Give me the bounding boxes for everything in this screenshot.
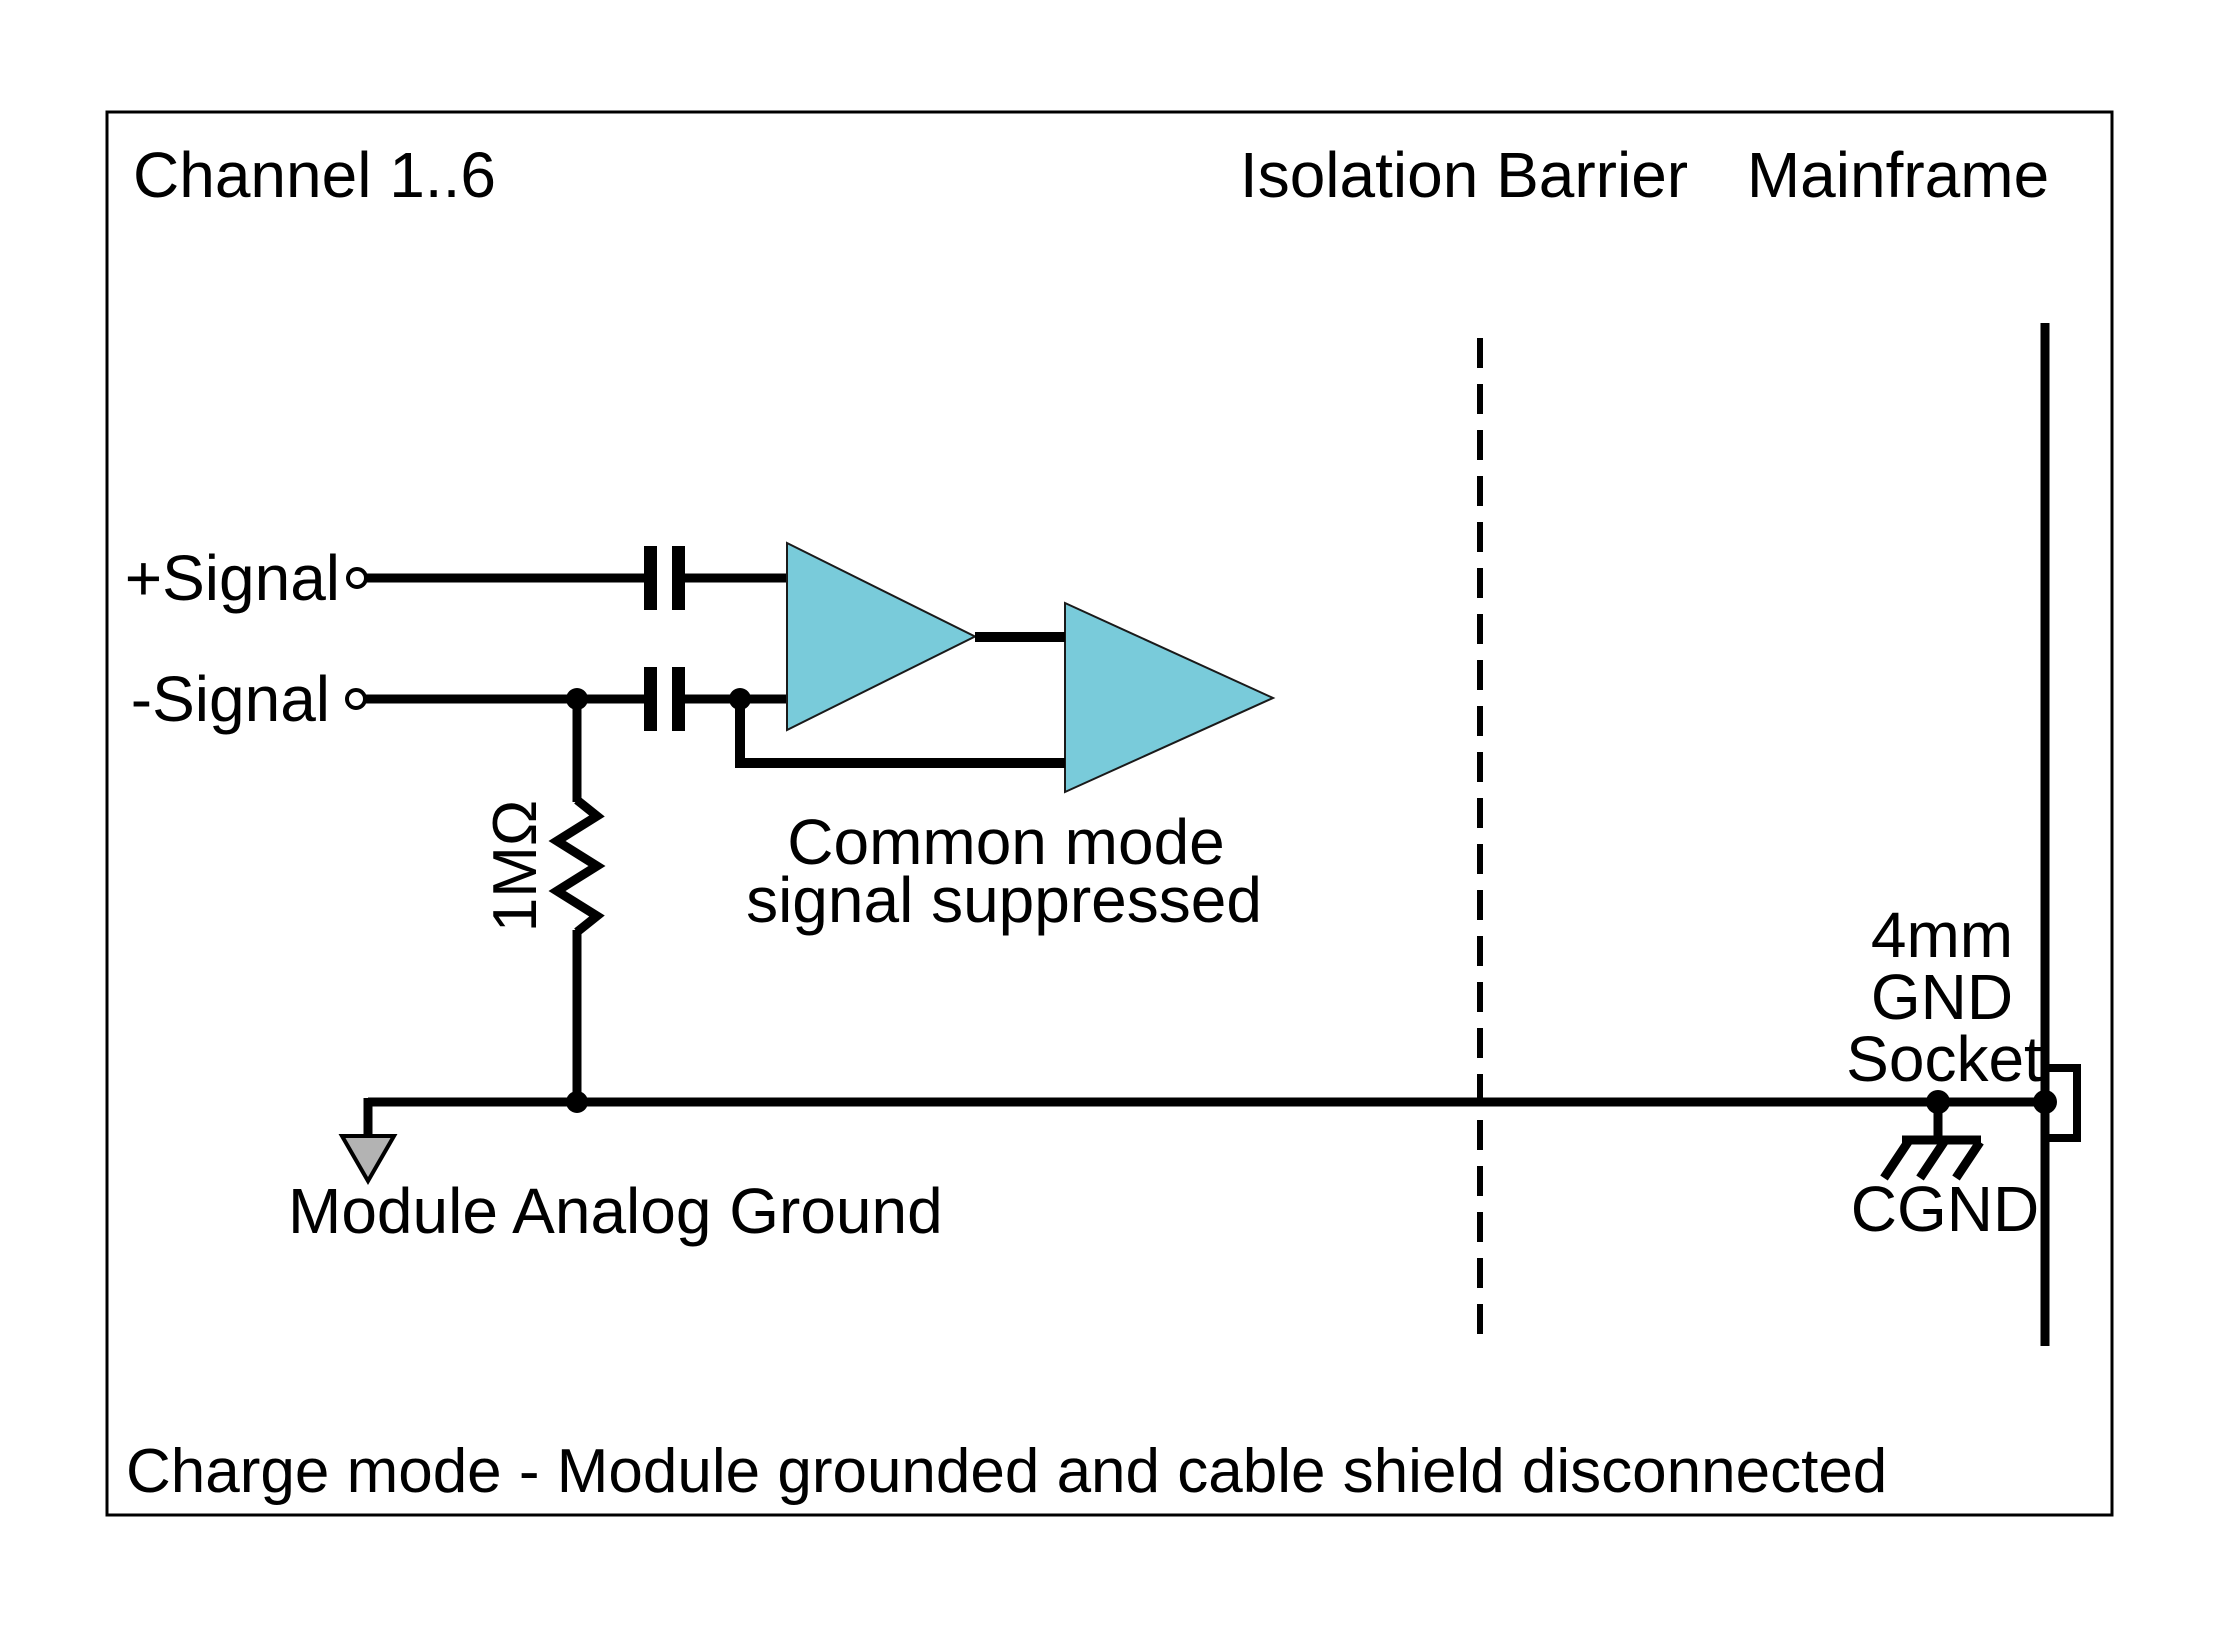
capacitor-plate: [672, 667, 685, 731]
diagram-frame: [105, 110, 2114, 1517]
resistor-value-label: 1MΩ: [481, 800, 550, 932]
junction-dot: [729, 688, 751, 710]
capacitor-plate: [644, 546, 657, 610]
mainframe-label: Mainframe: [1747, 139, 2049, 211]
capacitor-plate: [672, 546, 685, 610]
junction-dot: [566, 688, 588, 710]
module-ground-label: Module Analog Ground: [288, 1175, 943, 1247]
capacitor-plate: [644, 667, 657, 731]
socket-label-line2: GND: [1871, 961, 2013, 1033]
module-ground-arrow-icon: [338, 1134, 398, 1185]
gnd-socket-bracket-icon: [2045, 1064, 2081, 1142]
minus-signal-label: -Signal: [131, 663, 330, 735]
cgnd-label: CGND: [1851, 1173, 2039, 1245]
amp-note-line2: signal suppressed: [746, 864, 1262, 936]
common-feedback-wire: [735, 699, 1065, 768]
junction-dot: [566, 1091, 588, 1113]
plus-signal-terminal-icon: [346, 567, 368, 589]
amp-note-line1: Common mode: [787, 806, 1225, 878]
output-amplifier-icon: [1064, 601, 1276, 794]
minus-signal-terminal-icon: [345, 688, 367, 710]
input-amplifier-icon: [786, 541, 978, 732]
channel-title: Channel 1..6: [133, 139, 496, 211]
coupling-capacitor-plus-icon: [644, 546, 685, 610]
junction-dot: [1926, 1090, 1950, 1114]
chassis-ground-icon: [1880, 1101, 1984, 1181]
junction-dot: [2033, 1090, 2057, 1114]
plus-signal-label: +Signal: [125, 542, 340, 614]
chassis-ground-hatch: [1916, 1139, 1948, 1181]
chassis-ground-hatch: [1952, 1139, 1984, 1181]
isolation-barrier-label: Isolation Barrier: [1240, 139, 1688, 211]
coupling-capacitor-minus-icon: [644, 667, 685, 731]
socket-label-line3: Socket: [1846, 1023, 2042, 1095]
chassis-ground-hatch: [1880, 1139, 1912, 1181]
resistor-icon: [548, 796, 606, 936]
socket-label-line1: 4mm: [1871, 899, 2013, 971]
caption-text: Charge mode - Module grounded and cable …: [126, 1437, 1887, 1506]
